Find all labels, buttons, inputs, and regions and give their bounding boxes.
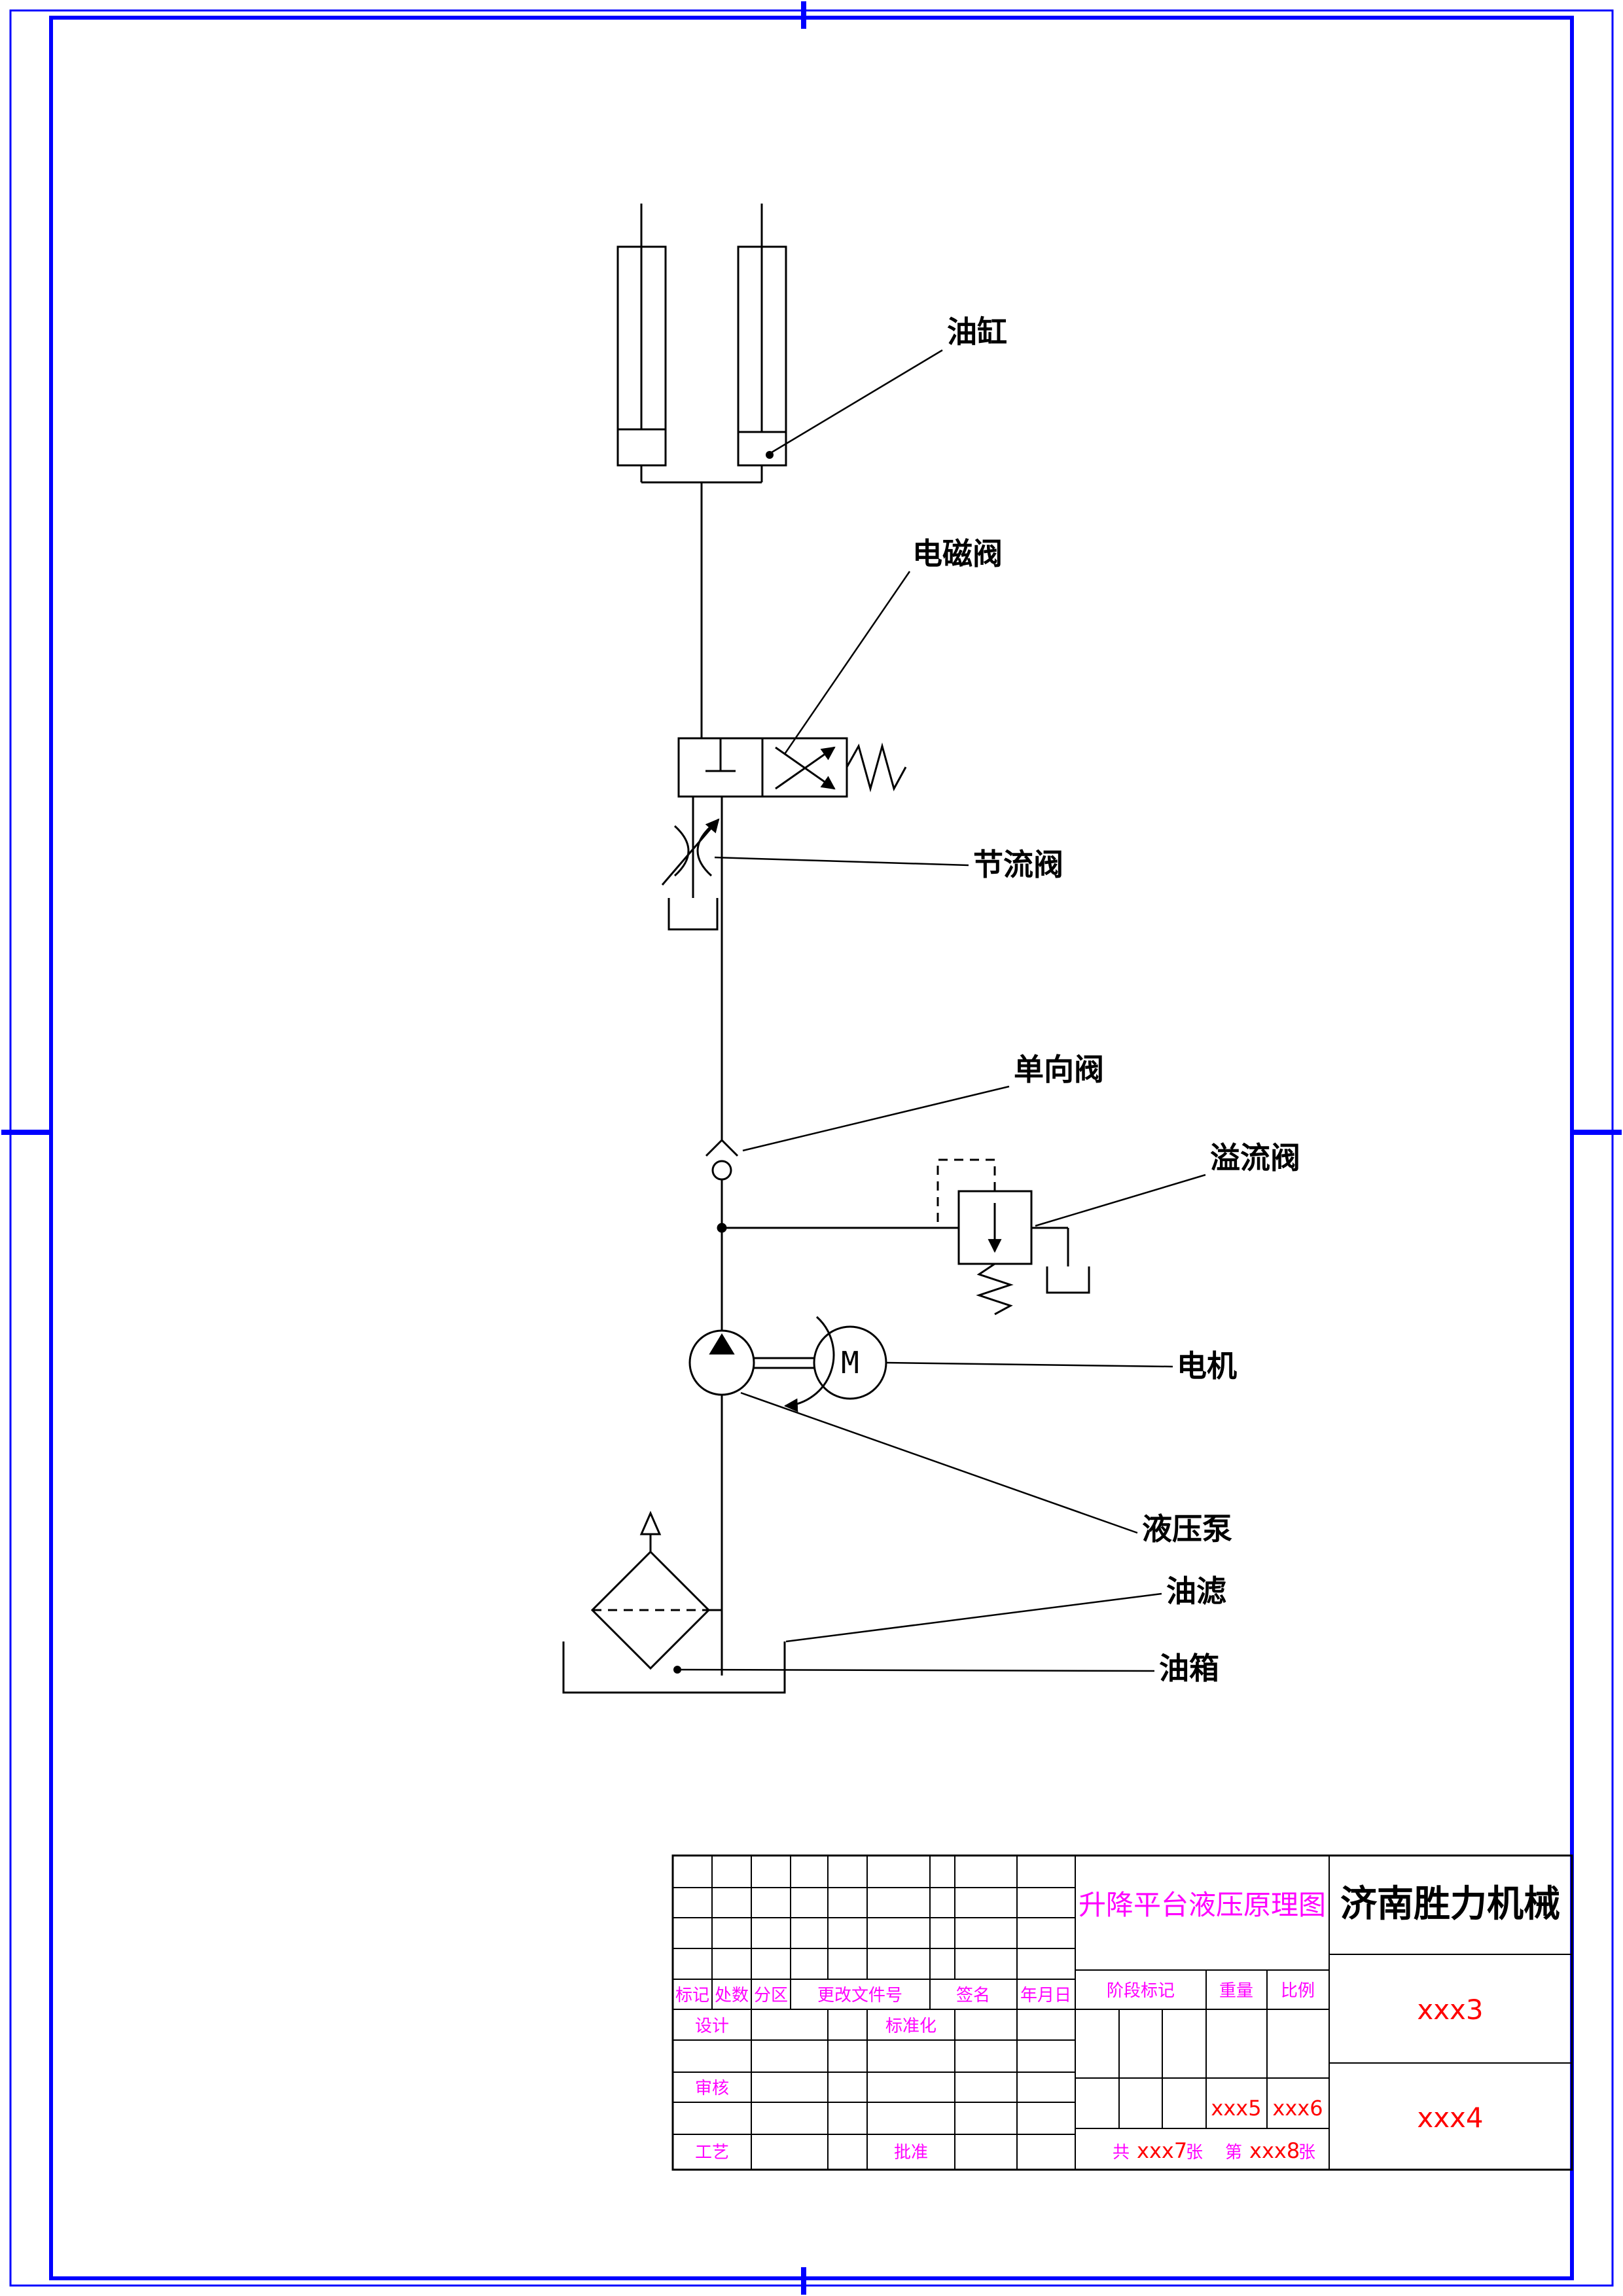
col-zone: 分区 <box>754 1986 788 2005</box>
row-standardize: 标准化 <box>885 2017 936 2036</box>
relief-valve-leader <box>1035 1174 1206 1227</box>
col-count: 处数 <box>715 1986 749 2005</box>
filter-arrow <box>639 1511 662 1535</box>
tank-label: 油箱 <box>1159 1651 1219 1686</box>
solenoid-valve-leader <box>783 571 911 755</box>
titleblock-grid <box>671 1854 1573 2171</box>
tank-leader <box>677 1668 1155 1672</box>
filter-leader <box>785 1592 1162 1643</box>
col-date: 年月日 <box>1020 1986 1071 2005</box>
drawing-no-value: xxx3 <box>1417 1994 1483 2026</box>
sheet-total-value: xxx7 <box>1137 2138 1187 2163</box>
drain-tank-symbol <box>668 898 719 931</box>
solenoid-valve-symbol <box>677 737 907 1140</box>
col-change-no: 更改文件号 <box>817 1986 902 2005</box>
company-name: 济南胜力机械 <box>1340 1883 1560 1926</box>
relief-valve-symbol <box>717 1158 1090 1316</box>
check-valve-label: 单向阀 <box>1014 1052 1104 1087</box>
relief-valve-label: 溢流阀 <box>1210 1140 1300 1175</box>
solenoid-valve-label: 电磁阀 <box>912 536 1003 571</box>
row-craft: 工艺 <box>695 2143 729 2162</box>
sheet-total-suffix: 张 <box>1186 2143 1203 2162</box>
motor-label: 电机 <box>1177 1348 1237 1384</box>
inner-border <box>49 16 1574 2280</box>
cylinder-label: 油缸 <box>947 314 1007 350</box>
check-valve-symbol <box>705 1139 739 1331</box>
rotation-arrow <box>783 1316 835 1412</box>
pump-leader <box>740 1391 1138 1534</box>
col-sign: 签名 <box>956 1986 990 2005</box>
cylinder-leader <box>769 349 943 455</box>
filter-symbol <box>590 1511 722 1670</box>
col-mark: 标记 <box>675 1986 709 2005</box>
throttle-valve-label: 节流阀 <box>973 847 1063 882</box>
outer-border <box>9 9 1614 2287</box>
code-value: xxx4 <box>1417 2102 1483 2134</box>
motor-leader <box>885 1361 1173 1368</box>
tank-leader-dot <box>673 1666 681 1674</box>
hydraulic-schematic <box>562 204 1090 1694</box>
field-scale: 比例 <box>1281 1981 1315 2001</box>
pilot-line-dashed <box>936 1158 996 1225</box>
row-design: 设计 <box>695 2017 729 2036</box>
field-stage: 阶段标记 <box>1107 1981 1175 2001</box>
cylinder-symbol <box>616 204 787 738</box>
check-valve-leader <box>742 1085 1010 1152</box>
sheet-no-suffix: 张 <box>1298 2143 1315 2162</box>
sheet-total-prefix: 共 <box>1113 2143 1130 2162</box>
filter-label: 油滤 <box>1166 1573 1226 1609</box>
row-check: 审核 <box>695 2079 729 2098</box>
component-labels: 油缸 电磁阀 节流阀 单向阀 溢流阀 电机 液压泵 油滤 油箱 M <box>841 314 1300 1686</box>
pump-label: 液压泵 <box>1142 1511 1232 1547</box>
weight-value: xxx5 <box>1211 2096 1261 2121</box>
sheet-no-value: xxx8 <box>1249 2138 1300 2163</box>
titleblock-text: 济南胜力机械 升降平台液压原理图 xxx3 xxx4 标记 处数 分区 更改文件… <box>675 1883 1560 2163</box>
throttle-valve-symbol <box>661 818 720 931</box>
tank-symbol <box>562 1641 786 1694</box>
motor-letter: M <box>841 1345 859 1380</box>
leader-lines <box>673 349 1206 1674</box>
drain-tank-symbol <box>1046 1266 1090 1294</box>
drawing-title: 升降平台液压原理图 <box>1079 1889 1326 1921</box>
pump-motor-symbol <box>688 1316 887 1676</box>
scale-value: xxx6 <box>1272 2096 1323 2121</box>
throttle-valve-leader <box>714 856 969 867</box>
sheet-no-prefix: 第 <box>1225 2143 1242 2162</box>
field-weight: 重量 <box>1219 1981 1253 2001</box>
pump-flow-triangle <box>709 1333 735 1355</box>
cylinder-leader-dot <box>766 451 774 459</box>
row-approve: 批准 <box>894 2143 928 2162</box>
